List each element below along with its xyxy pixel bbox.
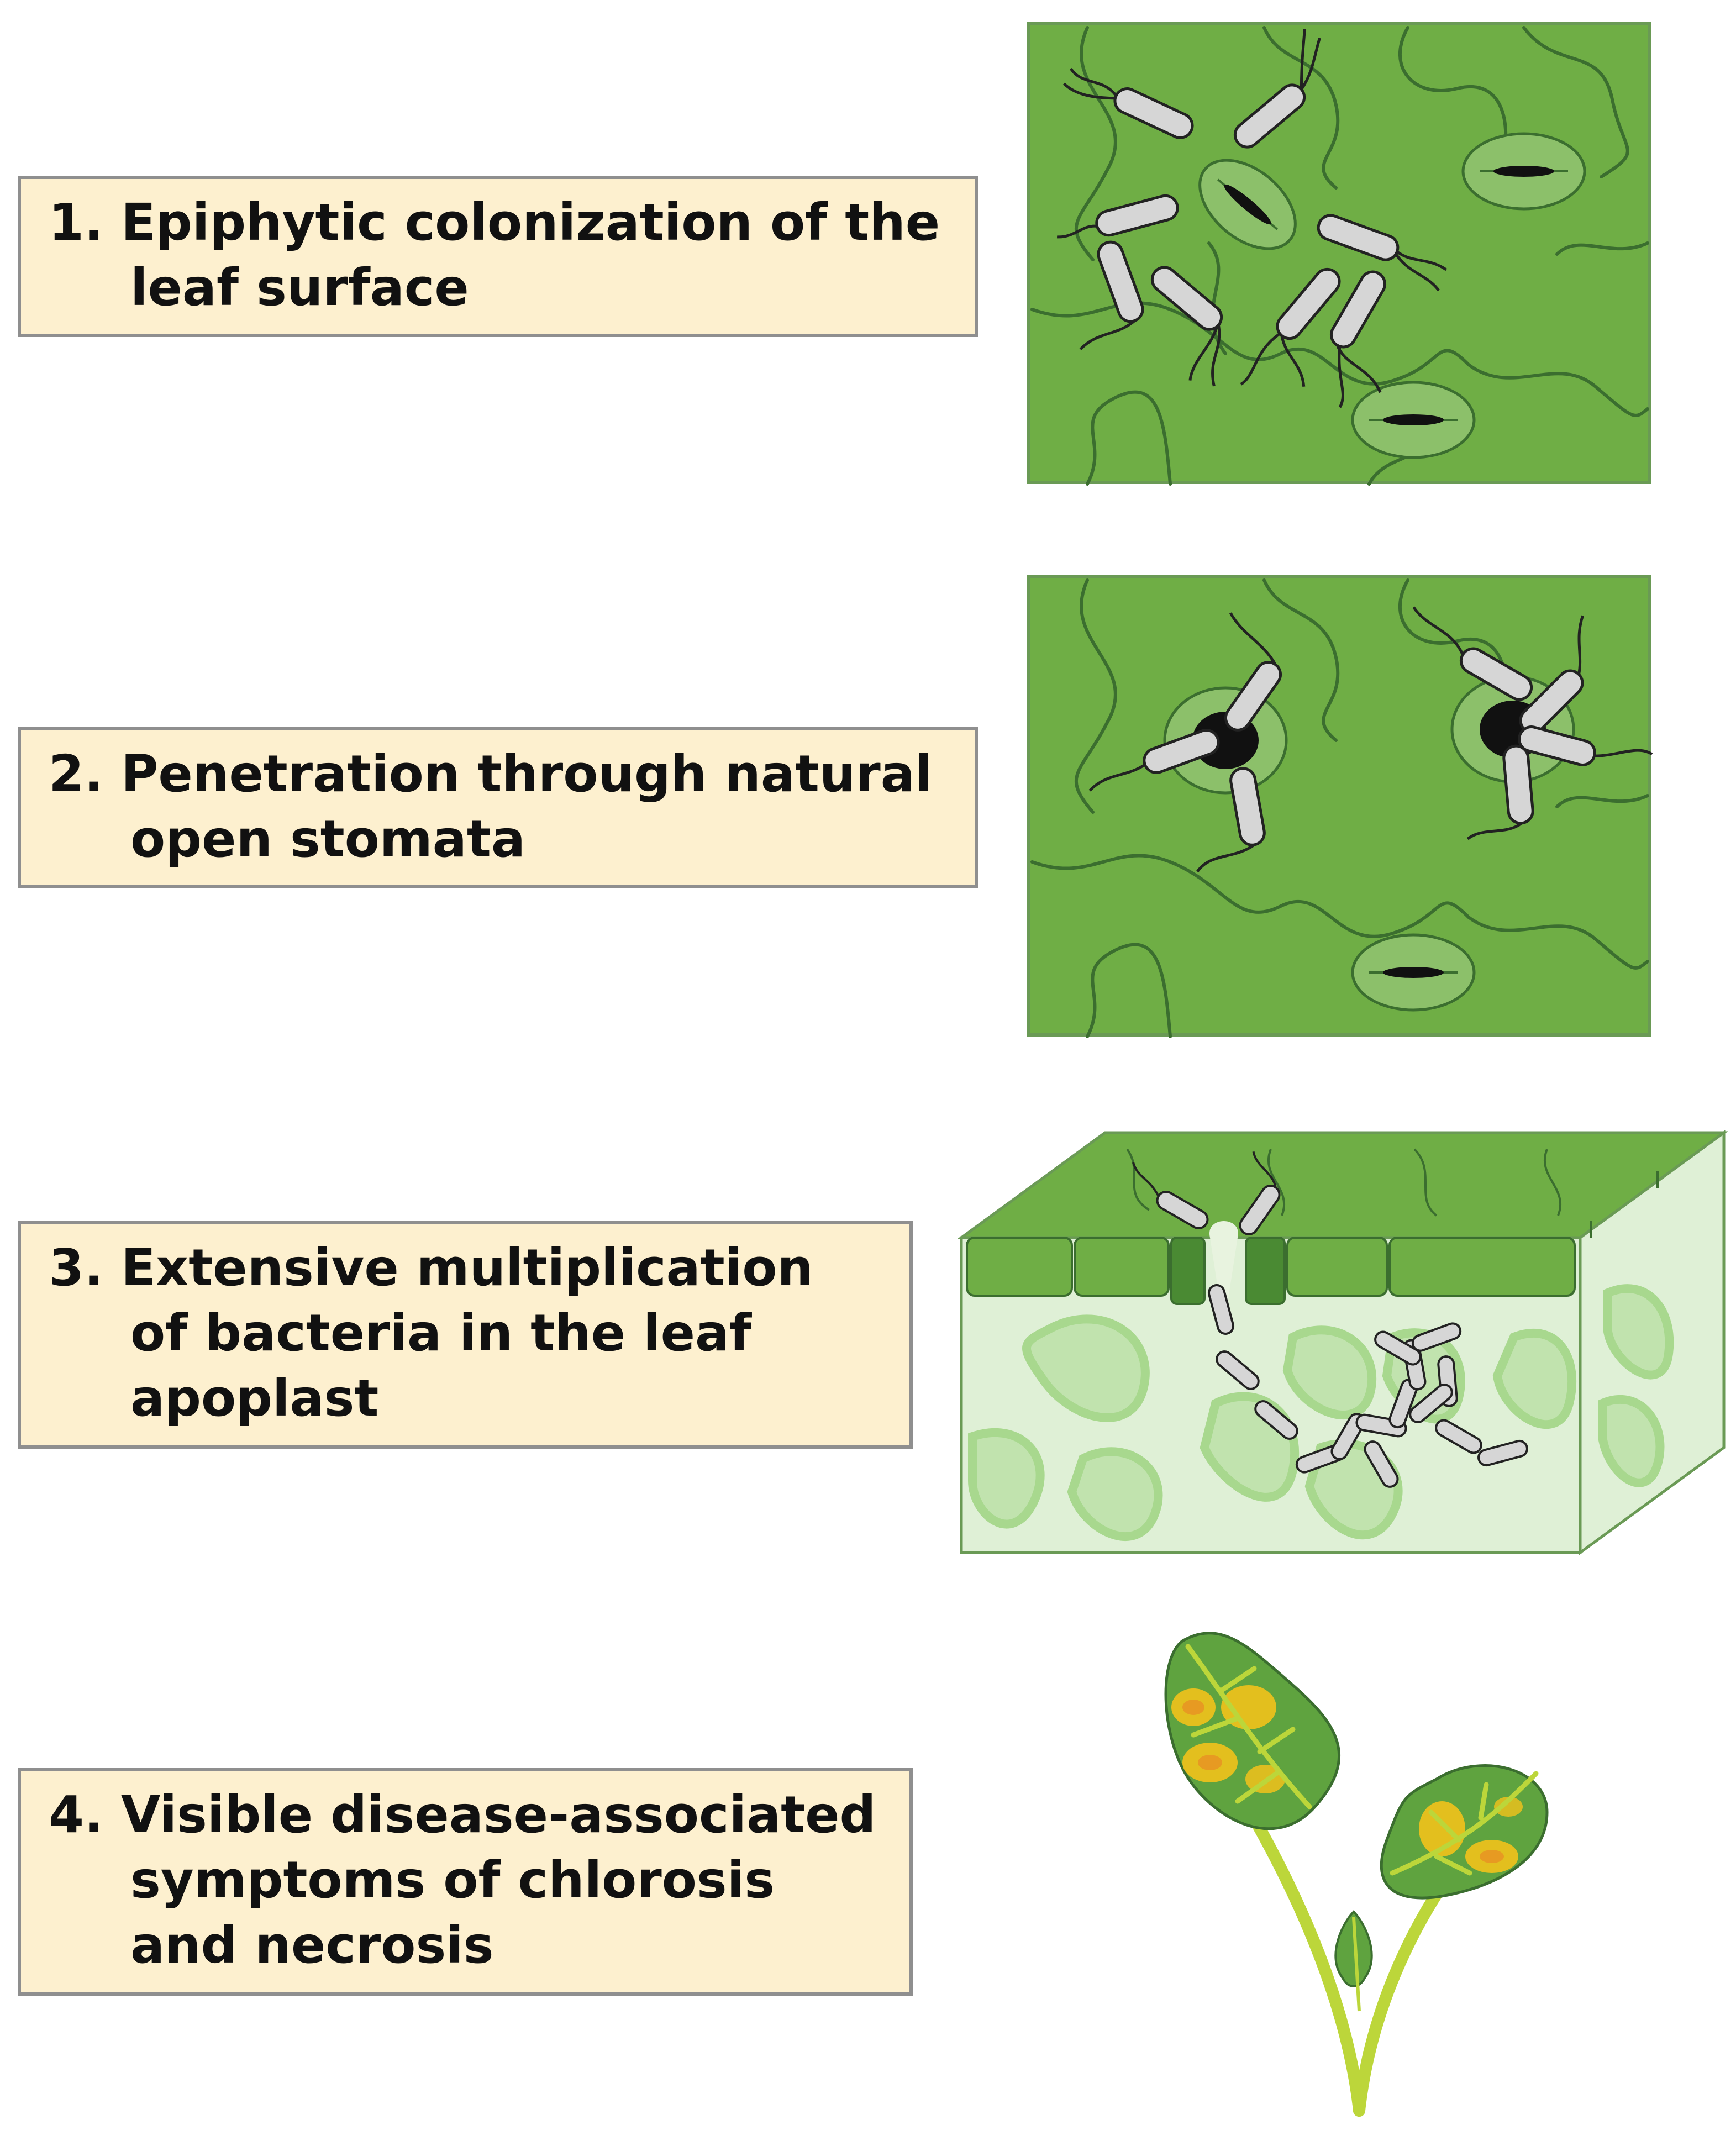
bacterium-icon xyxy=(1088,729,1220,792)
step-2-line-1: Penetration through natural xyxy=(121,744,933,803)
bacterium-icon xyxy=(1062,67,1194,139)
stoma-icon xyxy=(1198,159,1297,250)
leaf-veins xyxy=(1185,1644,1539,1876)
bacterium-icon xyxy=(1132,1162,1209,1229)
bacterium-icon xyxy=(1330,270,1386,408)
bacterium-icon xyxy=(1224,612,1282,732)
bacteria-group xyxy=(1056,29,1448,408)
leaf-surface-panel xyxy=(1027,22,1651,486)
bacterium-icon xyxy=(1056,194,1179,239)
bacterium-icon xyxy=(1216,1350,1260,1390)
bacterium-icon xyxy=(1239,1151,1281,1235)
bacterium-icon xyxy=(1196,767,1266,873)
step-1-line-1: Epiphytic colonization of the xyxy=(121,193,940,252)
step-2-number: 2. xyxy=(49,744,103,803)
bacterium-icon xyxy=(1466,744,1534,840)
bacterium-icon xyxy=(1409,1384,1453,1423)
bacteria-group xyxy=(1088,606,1653,873)
stomata-group xyxy=(1198,132,1586,459)
step-1-number: 1. xyxy=(49,193,103,252)
bacterium-icon xyxy=(1240,267,1341,387)
stoma-icon xyxy=(1351,381,1476,459)
bacterium-icon xyxy=(1411,1322,1462,1352)
epidermis-cells xyxy=(966,1237,1576,1305)
step-4-line-2: symptoms of chlorosis xyxy=(130,1850,775,1909)
left-leaf xyxy=(1164,1632,1341,1830)
step-4-line-1: Visible disease-associated xyxy=(121,1785,876,1844)
step-3-line-2: of bacteria in the leaf xyxy=(130,1303,752,1363)
bacterium-icon xyxy=(1374,1330,1422,1366)
step-4-box: 4. Visible disease-associated symptoms o… xyxy=(18,1768,913,1996)
bacterium-icon xyxy=(1364,1440,1399,1488)
surface-cell-lines xyxy=(1126,1148,1659,1238)
step-1-line-2: leaf surface xyxy=(130,258,469,317)
stoma-icon xyxy=(1351,933,1476,1012)
stomatal-opening xyxy=(1209,1221,1238,1309)
step-2-line-2: open stomata xyxy=(130,809,525,869)
bacteria-group xyxy=(1132,1151,1528,1488)
step-4-line-3: and necrosis xyxy=(130,1916,494,1975)
step-3-box: 3. Extensive multiplication of bacteria … xyxy=(18,1221,913,1449)
bacterium-icon xyxy=(1079,240,1144,350)
bacterium-icon xyxy=(1317,214,1448,292)
bacterium-icon xyxy=(1477,1439,1528,1467)
cell-wall-lines xyxy=(1030,578,1649,1038)
cell-wall-lines xyxy=(1030,26,1649,486)
step-4-number: 4. xyxy=(49,1785,103,1844)
step-3-line-3: apoplast xyxy=(130,1369,379,1428)
bacterium-icon xyxy=(1412,606,1533,701)
bacterium-icon xyxy=(1207,1284,1235,1335)
step-1-box: 1. Epiphytic colonization of the leaf su… xyxy=(18,176,978,337)
leaf-surface-background xyxy=(1027,575,1651,1037)
leaf-cross-section-panel xyxy=(957,1130,1728,1555)
diseased-plant-panel xyxy=(1164,1632,1549,2117)
step-3-line-1: Extensive multiplication xyxy=(121,1238,813,1297)
bacterium-icon xyxy=(1254,1400,1298,1440)
stomata-penetration-panel xyxy=(1027,575,1653,1038)
center-leaf-vein xyxy=(1352,1917,1361,2012)
stoma-icon xyxy=(1461,132,1586,211)
step-2-box: 2. Penetration through natural open stom… xyxy=(18,727,978,888)
bacterium-icon xyxy=(1150,266,1223,387)
necrosis-spots xyxy=(1182,1700,1504,1863)
step-3-number: 3. xyxy=(49,1238,103,1297)
bacterium-icon xyxy=(1518,725,1653,766)
bacterium-icon xyxy=(1233,29,1321,149)
bacterium-icon xyxy=(1435,1419,1482,1454)
